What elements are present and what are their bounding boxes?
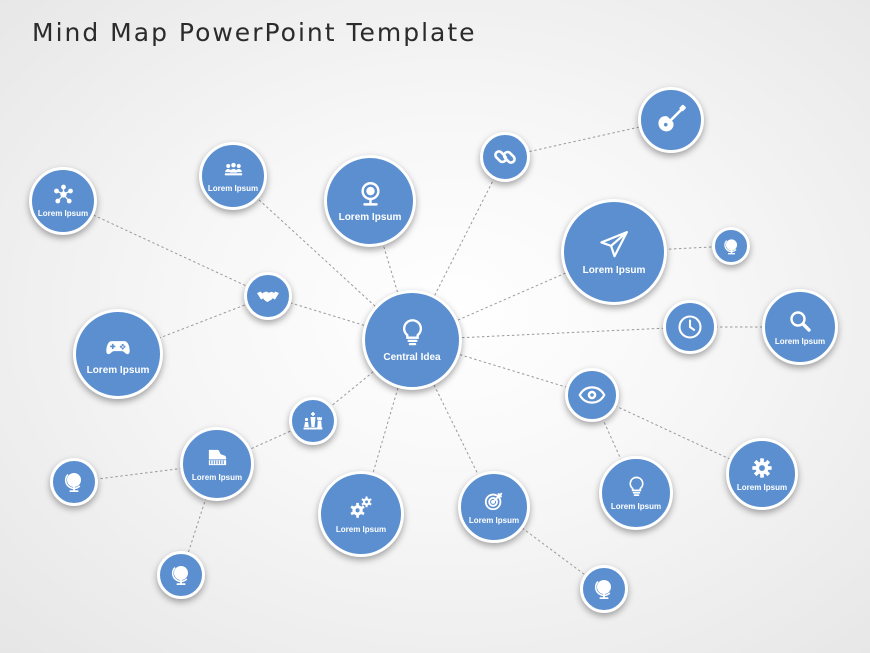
node-piano[interactable]: Lorem Ipsum [180,427,254,501]
node-globe-3[interactable] [157,551,205,599]
central-idea-label: Central Idea [383,352,441,363]
node-globe-4[interactable] [580,565,628,613]
connector-center-link [411,156,506,341]
node-label: Lorem Ipsum [207,184,259,193]
node-globe-2[interactable] [50,458,98,506]
node-gear[interactable]: Lorem Ipsum [726,438,798,510]
node-label: Lorem Ipsum [191,473,243,482]
connector-handshake-gamepad [117,295,269,355]
node-link[interactable] [480,132,530,182]
lightbulb-icon [625,475,648,498]
node-label: Lorem Ipsum [37,209,89,218]
gear-icon [751,457,773,479]
node-network[interactable]: Lorem Ipsum [29,167,97,235]
target-icon [483,490,505,512]
handshake-icon [256,284,280,308]
globe-icon [169,563,193,587]
paper-plane-icon [598,228,631,261]
central-idea-node[interactable]: Central Idea [362,290,462,390]
globe-icon [722,237,741,256]
network-icon [53,184,74,205]
eye-icon [578,381,606,409]
node-label: Lorem Ipsum [610,502,662,511]
node-webcam[interactable]: Lorem Ipsum [324,155,416,247]
team-icon [223,159,244,180]
node-label: Lorem Ipsum [582,265,646,276]
link-icon [492,144,518,170]
globe-icon [592,577,616,601]
node-bulb-small[interactable]: Lorem Ipsum [599,456,673,530]
node-clock[interactable] [663,300,717,354]
node-paper-plane[interactable]: Lorem Ipsum [561,199,667,305]
globe-icon [62,470,86,494]
node-label: Lorem Ipsum [774,336,826,346]
lightbulb-icon [397,317,428,348]
webcam-icon [356,179,385,208]
node-team[interactable]: Lorem Ipsum [199,142,267,210]
node-eye[interactable] [565,368,619,422]
node-globe-1[interactable] [712,227,750,265]
piano-icon [206,446,229,469]
page-title: Mind Map PowerPoint Template [32,18,477,47]
node-gears[interactable]: Lorem Ipsum [318,471,404,557]
node-target[interactable]: Lorem Ipsum [458,471,530,543]
node-label: Lorem Ipsum [335,525,387,534]
node-guitar[interactable] [638,87,704,153]
gamepad-icon [104,333,132,361]
gears-icon [348,494,375,521]
node-label: Lorem Ipsum [86,364,150,376]
node-chess[interactable] [289,397,337,445]
guitar-icon [654,103,688,137]
node-label: Lorem Ipsum [338,212,402,223]
chess-icon [301,409,325,433]
magnifier-icon [788,309,812,333]
node-label: Lorem Ipsum [468,515,520,525]
node-label: Lorem Ipsum [736,482,788,492]
node-handshake[interactable] [244,272,292,320]
node-gamepad[interactable]: Lorem Ipsum [73,309,163,399]
node-search[interactable]: Lorem Ipsum [762,289,838,365]
clock-icon [676,313,704,341]
